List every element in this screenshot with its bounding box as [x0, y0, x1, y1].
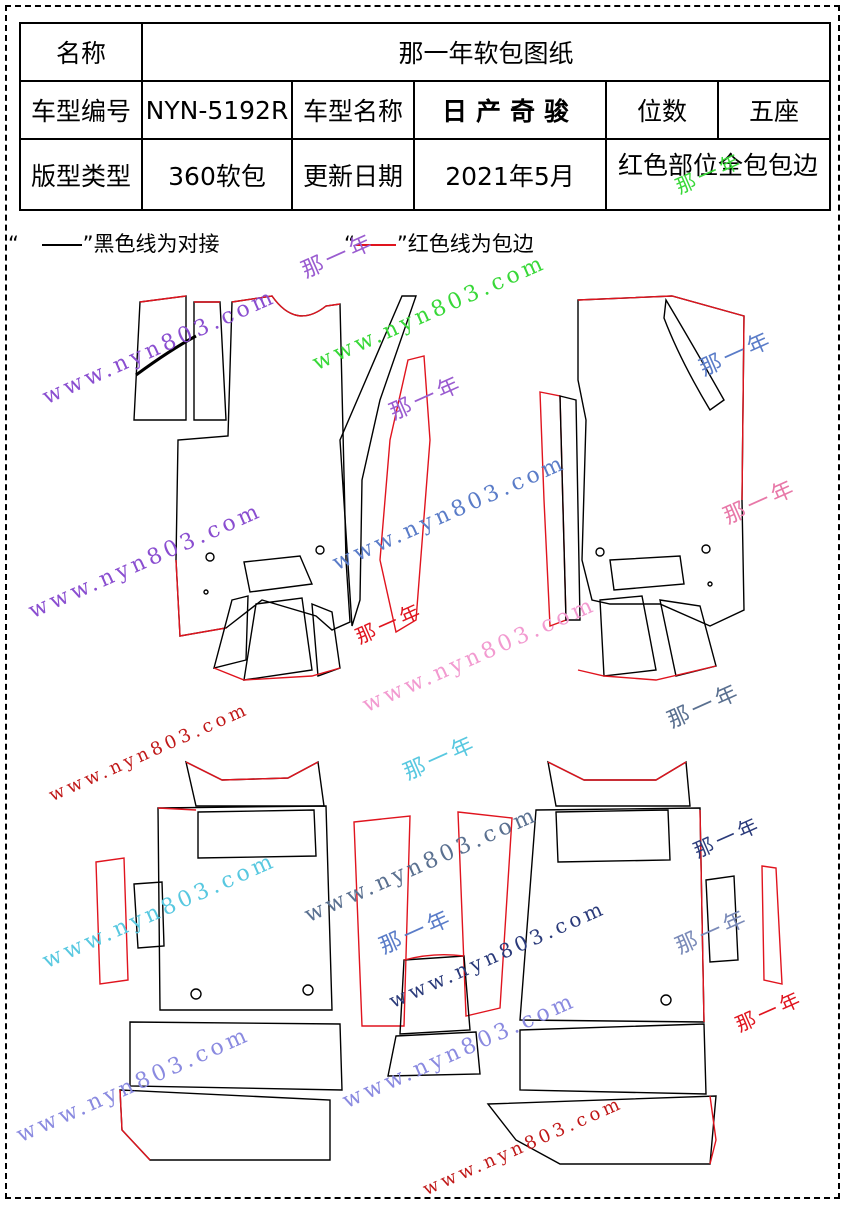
rear-right-mat: [486, 760, 783, 1165]
center-strips: [339, 295, 581, 634]
legend-black: “ ”黑色线为对接: [8, 228, 219, 258]
legend-black-line: [41, 244, 82, 246]
date-label: 更新日期: [291, 138, 415, 211]
type-value: 360软包: [141, 138, 293, 211]
red-area-note: 红色部位全包包边: [604, 138, 832, 211]
model-name-label: 车型名称: [291, 80, 415, 140]
front-right-mat: [577, 295, 745, 681]
model-name-value: 日产奇骏: [413, 80, 607, 140]
type-label: 版型类型: [19, 138, 143, 211]
center-tunnel: [353, 811, 513, 1077]
seats-label: 位数: [605, 80, 719, 140]
spec-table: 名称 那一年软包图纸 车型编号 NYN-5192R 车型名称 日产奇骏 位数 五…: [19, 22, 832, 211]
legend-black-text: ”黑色线为对接: [82, 232, 220, 256]
legend-red-quote: “: [344, 232, 355, 256]
legend-red: “ ”红色线为包边: [344, 228, 534, 258]
model-code-value: NYN-5192R: [141, 80, 293, 140]
legend-red-text: ”红色线为包边: [396, 232, 534, 256]
front-left-mat: [133, 295, 351, 681]
model-code-label: 车型编号: [19, 80, 143, 140]
seats-value: 五座: [716, 80, 832, 140]
rear-left-mat: [95, 760, 343, 1161]
drawing-name: 那一年软包图纸: [140, 22, 832, 82]
name-label: 名称: [19, 22, 143, 82]
legend-black-quote: “: [8, 232, 19, 256]
date-value: 2021年5月: [413, 138, 607, 211]
dashed-page-border: [5, 5, 840, 1199]
legend-red-line: [355, 244, 396, 246]
